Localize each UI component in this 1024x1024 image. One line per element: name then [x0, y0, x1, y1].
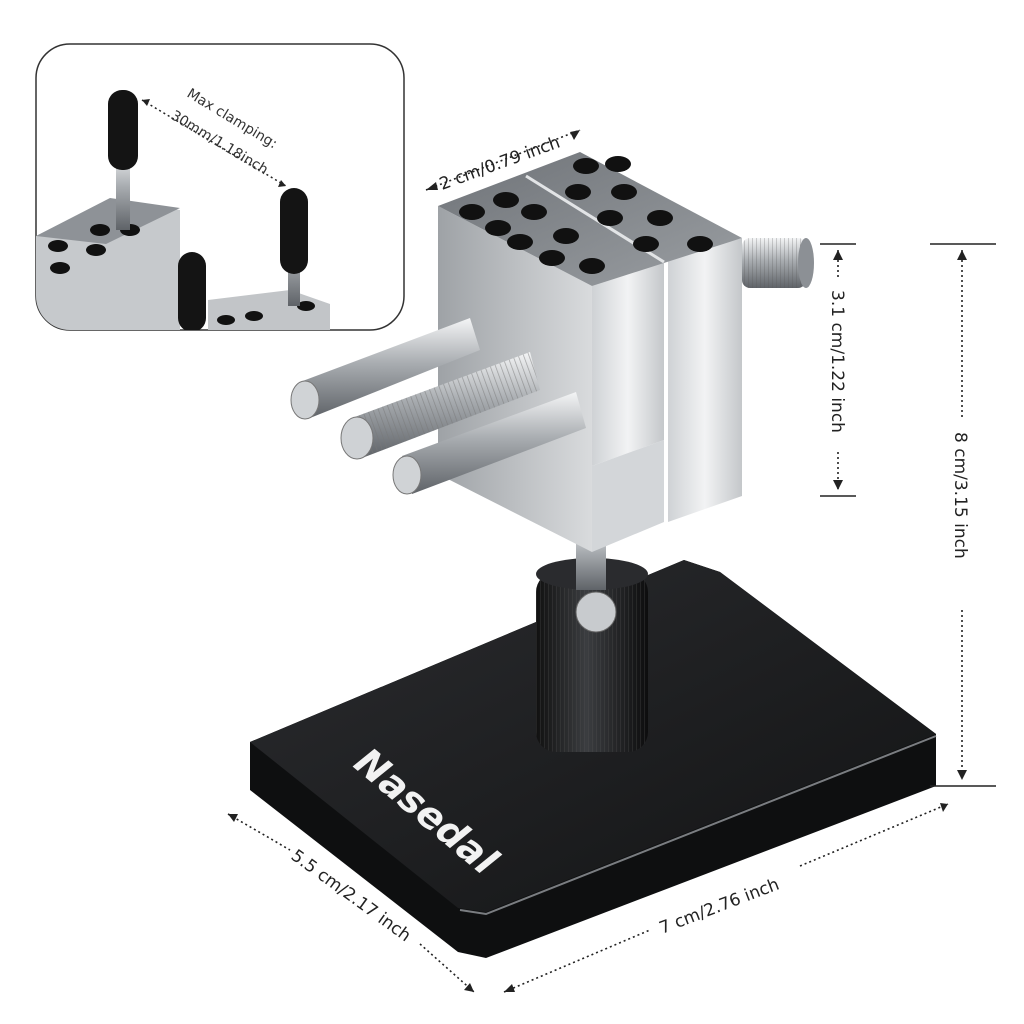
clamp-block	[438, 152, 814, 552]
ball-joint-knob	[536, 520, 648, 752]
guide-rods	[290, 318, 586, 495]
dim-total-height: 8 cm/3.15 inch	[950, 432, 970, 559]
inset-panel: Max clamping: 30mm/1.18inch	[35, 43, 405, 331]
dim-clamp-height: 3.1 cm/1.22 inch	[827, 290, 847, 433]
clamp-holes	[459, 156, 713, 274]
inset-close-up	[36, 90, 330, 330]
dimension-arrowheads	[228, 130, 967, 992]
dimension-lines	[227, 129, 996, 993]
